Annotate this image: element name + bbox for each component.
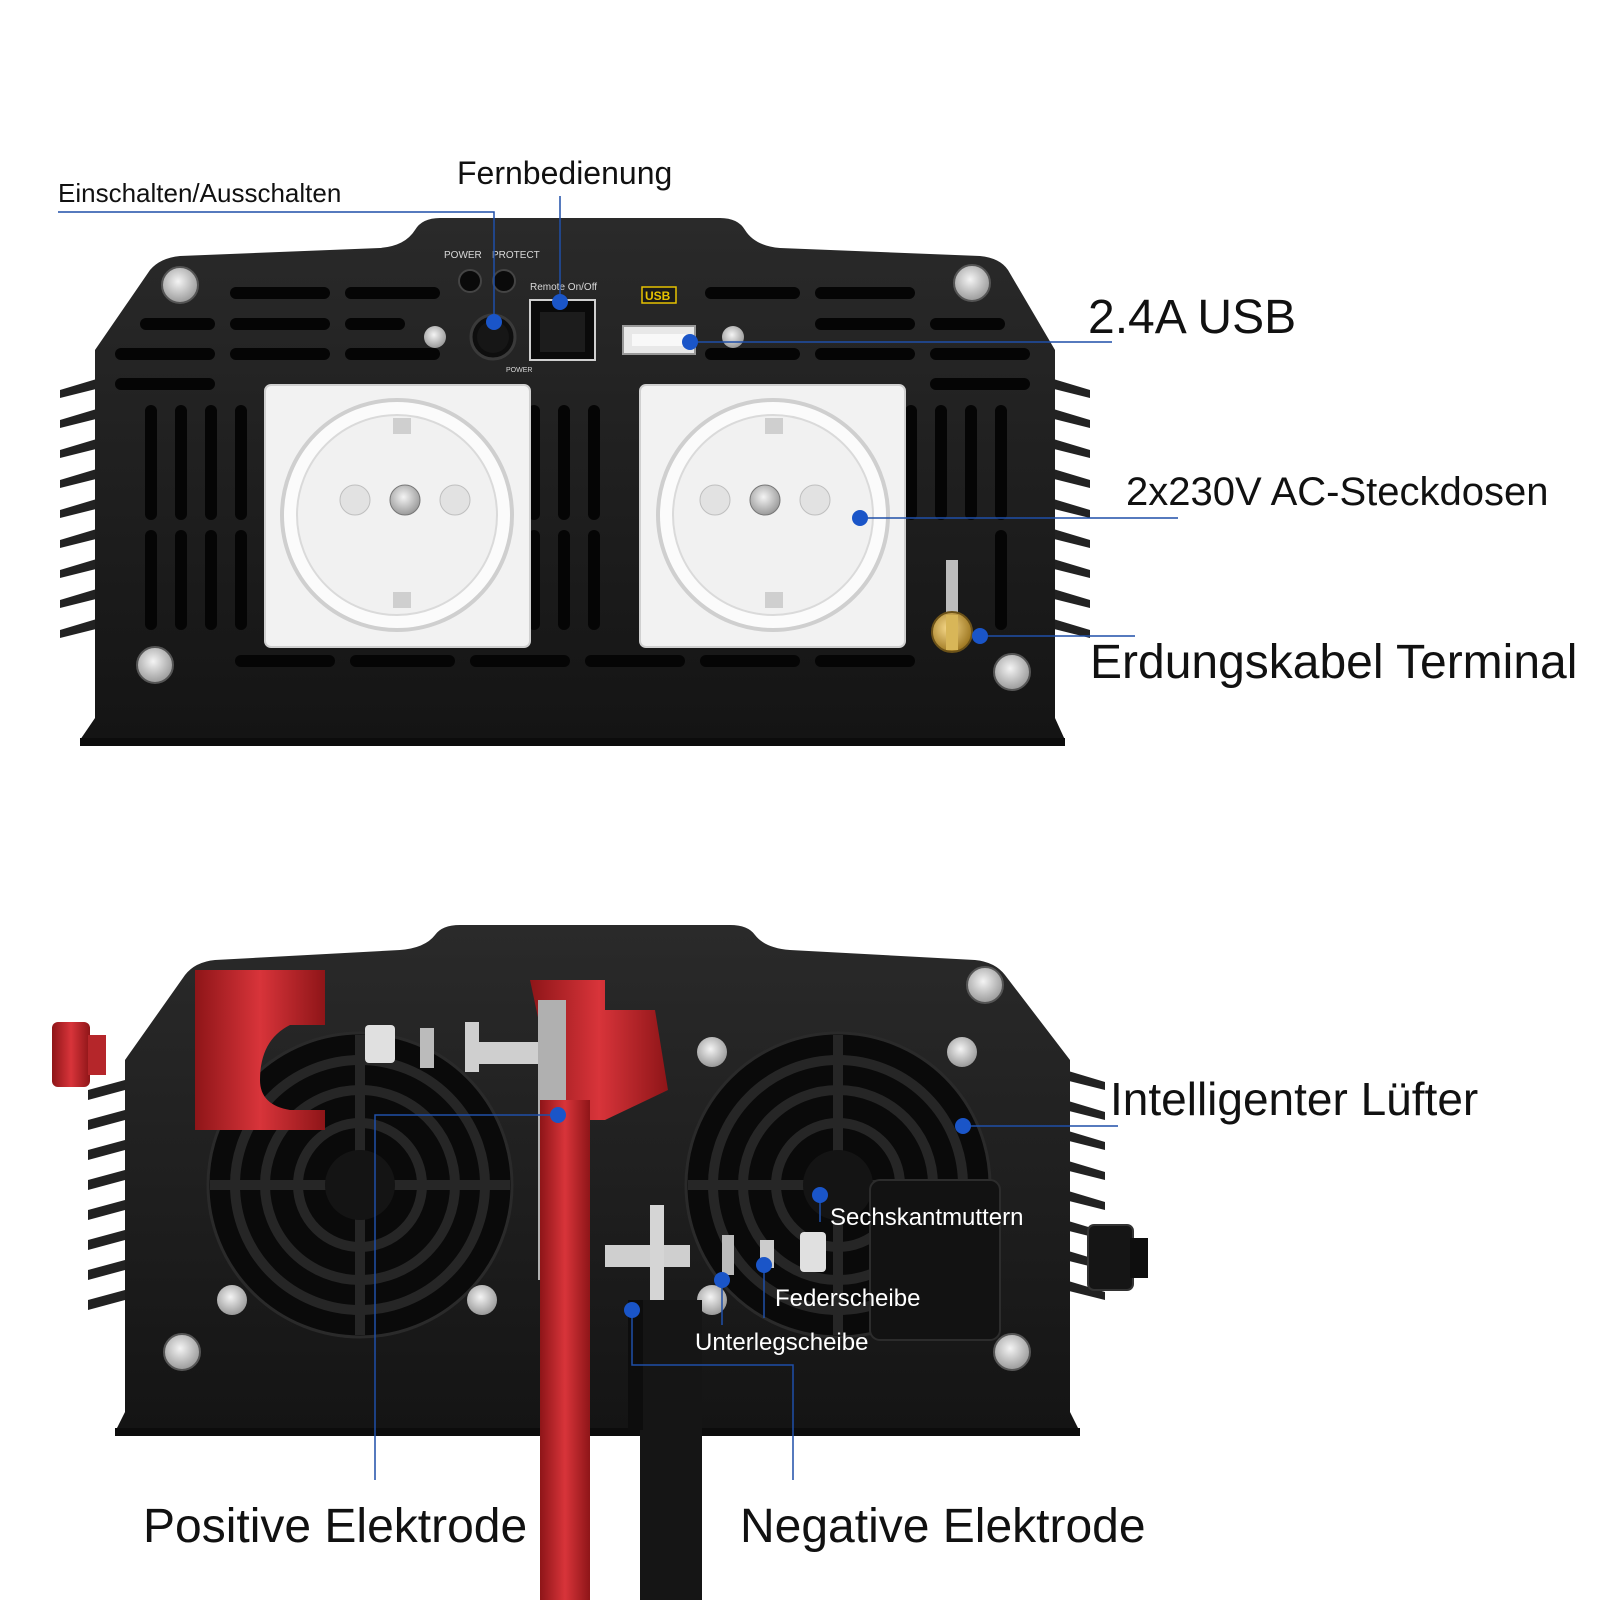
left-heat-fins: [60, 378, 100, 638]
front-callout-dots: [486, 294, 988, 644]
black-cap-rear: [869, 1179, 1001, 1341]
black-terminal-cap: [1087, 1224, 1148, 1291]
protect-led-label: PROTECT: [492, 250, 540, 261]
label-negative: Negative Elektrode: [740, 1500, 1146, 1553]
usb-badge: USB: [641, 286, 677, 304]
red-terminal-cap: [52, 1022, 106, 1087]
red-cable: [530, 980, 668, 1600]
front-view: POWER PROTECT POWER Remote On/Off USB: [58, 155, 1577, 746]
remote-port[interactable]: [529, 299, 596, 361]
ac-socket-left[interactable]: [264, 384, 531, 648]
label-usb: 2.4A USB: [1088, 291, 1296, 344]
callout-line-positive: [374, 1114, 558, 1480]
rear-left-fins: [88, 1080, 125, 1310]
label-power-switch: Einschalten/Ausschalten: [58, 178, 341, 208]
rear-screws: [163, 966, 1031, 1371]
label-sockets: 2x230V AC-Steckdosen: [1126, 470, 1548, 514]
label-fan: Intelligenter Lüfter: [1110, 1073, 1478, 1125]
right-heat-fins: [1050, 378, 1090, 638]
remote-port-label: Remote On/Off: [530, 282, 597, 293]
ac-socket-right[interactable]: [639, 384, 906, 648]
red-protective-cap: [195, 970, 325, 1130]
power-button-label: POWER: [506, 367, 532, 374]
front-vent-slots: [115, 287, 1030, 667]
power-button[interactable]: [469, 313, 517, 361]
callout-line-power-switch: [58, 211, 495, 322]
rear-callout-dots: [550, 1107, 971, 1318]
label-washer: Unterlegscheibe: [695, 1329, 868, 1356]
front-base-rail: [80, 738, 1065, 746]
black-cable: [628, 1300, 702, 1600]
label-ground: Erdungskabel Terminal: [1090, 636, 1577, 689]
power-led-label: POWER: [444, 250, 482, 261]
front-callout-lines: [58, 196, 1178, 637]
protect-led: [492, 269, 516, 293]
front-corner-screws: [136, 264, 1031, 691]
rear-right-fins: [1065, 1070, 1105, 1300]
label-spring-washer: Federscheibe: [775, 1285, 920, 1312]
label-hex-nut: Sechskantmuttern: [830, 1204, 1023, 1231]
label-remote: Fernbedienung: [457, 155, 672, 191]
callout-line-negative: [631, 1310, 794, 1480]
label-positive: Positive Elektrode: [143, 1500, 527, 1553]
front-housing: [80, 218, 1065, 740]
indicator-leds: POWER PROTECT: [444, 250, 540, 293]
rear-base-rail: [115, 1428, 1080, 1436]
negative-bolt: [605, 1205, 826, 1315]
ground-terminal[interactable]: [931, 560, 973, 653]
usb-badge-label: USB: [645, 289, 671, 303]
rear-view: Intelligenter Lüfter Sechskantmuttern Fe…: [52, 925, 1478, 1600]
power-led: [458, 269, 482, 293]
